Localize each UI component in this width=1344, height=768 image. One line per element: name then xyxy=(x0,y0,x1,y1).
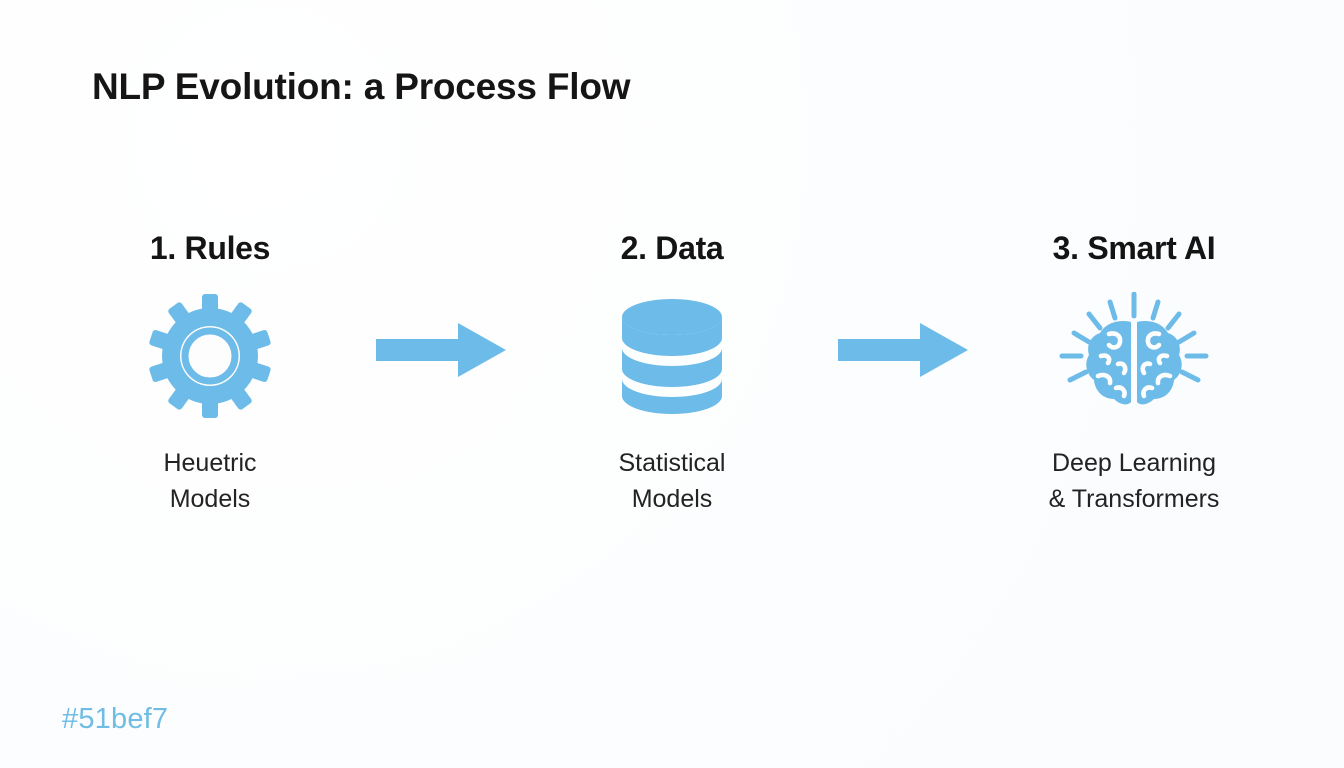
step-caption-rules-line1: Heuetric xyxy=(163,449,257,477)
step-caption-data-line1: Statistical xyxy=(618,449,726,477)
step-heading-rules: 1. Rules xyxy=(149,230,271,266)
brain-icon xyxy=(1048,288,1220,424)
step-caption-smart-ai: Deep Learning & Transformers xyxy=(1049,446,1220,517)
color-watermark: #51bef7 xyxy=(62,703,169,735)
step-caption-data-line2: Models xyxy=(631,484,713,513)
process-flow: 1. Rules xyxy=(0,232,1344,532)
arrow-right-icon xyxy=(838,323,968,377)
gear-icon xyxy=(146,288,274,424)
page-title: NLP Evolution: a Process Flow xyxy=(92,66,631,107)
step-caption-data: Statistical Models xyxy=(619,446,726,517)
flow-connector-1 xyxy=(348,232,534,532)
brain-rays-icon xyxy=(1059,292,1209,383)
step-caption-smart-ai-line1: Deep Learning xyxy=(1051,449,1216,477)
flow-step-smart-ai[interactable]: 3. Smart AI xyxy=(996,232,1272,517)
step-caption-rules: Heuetric Models xyxy=(163,446,256,517)
step-caption-smart-ai-line2: & Transformers xyxy=(1048,484,1220,513)
flow-connector-2 xyxy=(810,232,996,532)
arrow-right-icon xyxy=(376,323,506,377)
step-caption-rules-line2: Models xyxy=(169,484,251,513)
flow-step-data[interactable]: 2. Data Statistical xyxy=(534,232,810,517)
flow-step-rules[interactable]: 1. Rules xyxy=(72,232,348,517)
step-heading-data: 2. Data xyxy=(620,230,724,266)
database-icon xyxy=(619,288,725,424)
step-heading-smart-ai: 3. Smart AI xyxy=(1052,230,1216,266)
